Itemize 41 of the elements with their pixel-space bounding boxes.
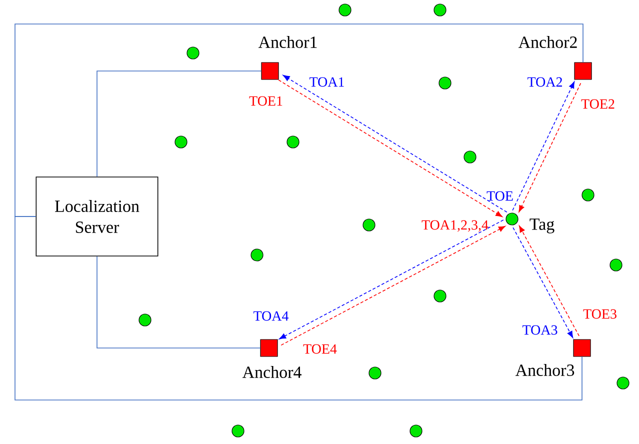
node-dot: [250, 248, 264, 262]
signal-label: TOE: [486, 191, 513, 201]
edge-label: TOA2: [528, 77, 562, 87]
edge-label: TOA1: [310, 77, 344, 87]
node-dot: [438, 76, 452, 90]
node-dot: [434, 290, 446, 302]
edge-label: TOE1: [249, 96, 282, 106]
dashed-arrow: [512, 82, 575, 211]
signal-label: TOA1,2,3,4: [422, 220, 488, 232]
cable-line: [14, 216, 582, 400]
node-dot: [138, 314, 152, 326]
edge-label: TOE4: [303, 344, 337, 354]
dashed-arrow: [512, 227, 574, 338]
edge-label: TOA4: [254, 311, 289, 321]
edge-label: TOE3: [583, 309, 616, 319]
tag-label: Tag: [530, 218, 554, 234]
node-dot: [610, 258, 622, 272]
node-dot: [582, 188, 594, 202]
anchor-label: Anchor1: [258, 36, 317, 48]
node-dot: [434, 4, 446, 16]
anchor-label: Anchor4: [242, 366, 302, 378]
node-dot: [286, 136, 300, 148]
node-dot: [338, 4, 352, 16]
node-dot: [362, 218, 376, 232]
cable-line: [96, 256, 261, 348]
anchor-label: Anchor3: [515, 364, 574, 376]
anchor-label: Anchor2: [518, 36, 577, 48]
cable-line: [96, 70, 262, 177]
node-dot: [410, 424, 422, 438]
node-dot: [368, 366, 382, 380]
node-dot: [232, 424, 244, 438]
node-dot: [186, 46, 200, 60]
node-dot: [464, 150, 476, 164]
node-dot: [174, 136, 188, 148]
edge-label: TOA3: [522, 325, 558, 335]
dashed-arrow: [518, 82, 582, 212]
server-box: Localization Server: [36, 176, 158, 256]
dashed-arrow: [519, 226, 580, 336]
cable-line: [14, 24, 584, 217]
edge-label: TOE2: [581, 99, 614, 109]
node-dot: [616, 376, 630, 390]
